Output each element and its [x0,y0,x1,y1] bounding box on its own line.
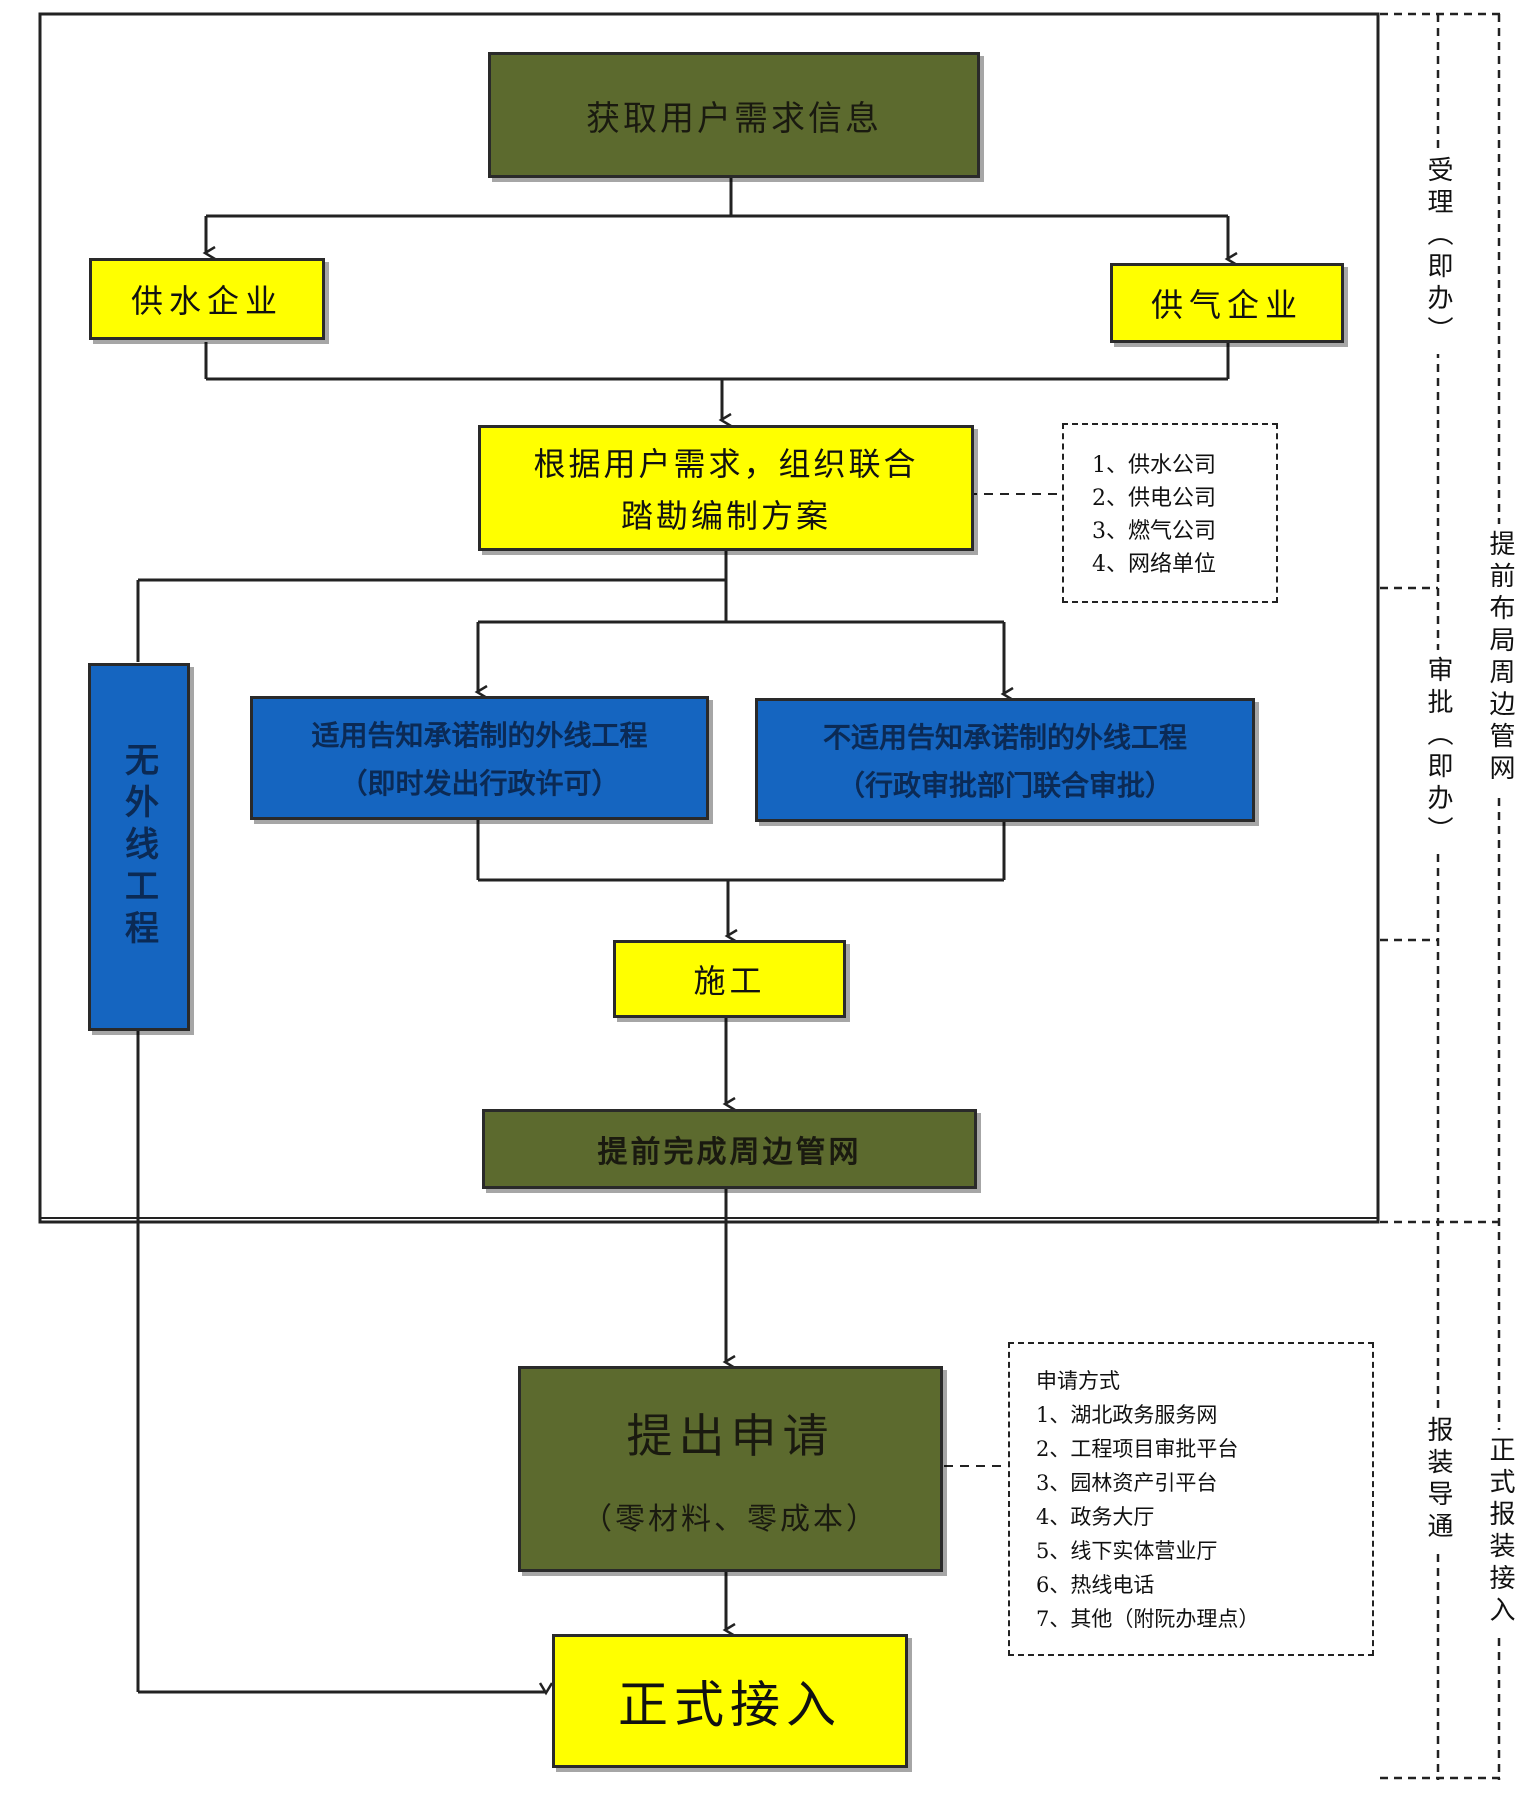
note-application-item: 6、热线电话 [1036,1573,1155,1597]
note-application-item: 3、园林资产引平台 [1036,1471,1218,1495]
node-no-notify-commit-outline: 不适用告知承诺制的外线工程 （行政审批部门联合审批） [755,698,1255,822]
node-get-user-info-text: 获取用户需求信息 [586,98,882,139]
node-joint-survey-plan-line2: 踏勘编制方案 [620,497,831,535]
note-application-item: 5、线下实体营业厅 [1036,1539,1218,1563]
node-construction-text: 施工 [693,962,766,1000]
note-application-item: 4、政务大厅 [1036,1505,1155,1529]
node-no-notify-commit-outline-line1: 不适用告知承诺制的外线工程 [822,721,1187,754]
node-joint-survey-plan-line1: 根据用户需求，组织联合 [533,445,919,483]
node-advance-network: 提前完成周边管网 [482,1109,977,1189]
note-application-item: 1、湖北政务服务网 [1036,1403,1218,1427]
note-survey-item: 2、供电公司 [1092,486,1216,511]
node-joint-survey-plan: 根据用户需求，组织联合 踏勘编制方案 [478,425,974,551]
node-notify-commit-outline: 适用告知承诺制的外线工程 （即时发出行政许可） [250,696,709,820]
node-submit-application-line1: 提出申请 [626,1409,835,1463]
side-label-install: 报装导通 [1420,1410,1457,1550]
side-label-accept: 受理（即办） [1420,150,1457,354]
note-survey-item: 3、燃气公司 [1092,519,1216,544]
side-label-review: 审批（即办） [1420,650,1457,854]
node-construction: 施工 [613,940,846,1018]
node-notify-commit-outline-line1: 适用告知承诺制的外线工程 [311,719,648,752]
node-submit-application: 提出申请 （零材料、零成本） [518,1366,943,1572]
note-application-title: 申请方式 [1036,1369,1120,1393]
note-application-item: 7、其他（附阮办理点） [1036,1607,1260,1631]
node-no-outline-project: 无外线工程 [88,663,190,1031]
note-survey-item: 4、网络单位 [1092,552,1216,577]
note-application-methods: 申请方式 1、湖北政务服务网 2、工程项目审批平台 3、园林资产引平台 4、政务… [1008,1342,1374,1656]
note-application-item: 2、工程项目审批平台 [1036,1437,1239,1461]
node-water-company: 供水企业 [89,258,325,340]
node-submit-application-line2: （零材料、零成本） [582,1502,879,1537]
node-water-company-text: 供水企业 [130,282,283,320]
node-advance-network-text: 提前完成周边管网 [597,1135,862,1170]
node-formal-connection: 正式接入 [552,1634,908,1768]
note-survey-units: 1、供水公司 2、供电公司 3、燃气公司 4、网络单位 [1062,423,1278,603]
side-label-formal-connect: 正式报装接入 [1482,1430,1519,1634]
outer-frame [38,12,1380,1224]
node-no-outline-project-text: 无外线工程 [118,742,159,952]
side-label-advance-network: 提前布局周边管网 [1482,524,1519,792]
node-notify-commit-outline-line2: （即时发出行政许可） [339,767,620,800]
node-gas-company-text: 供气企业 [1150,286,1303,324]
node-formal-connection-text: 正式接入 [618,1676,842,1734]
node-gas-company: 供气企业 [1110,263,1344,343]
node-get-user-info: 获取用户需求信息 [488,52,980,178]
note-survey-item: 1、供水公司 [1092,453,1216,478]
node-no-notify-commit-outline-line2: （行政审批部门联合审批） [836,769,1173,802]
